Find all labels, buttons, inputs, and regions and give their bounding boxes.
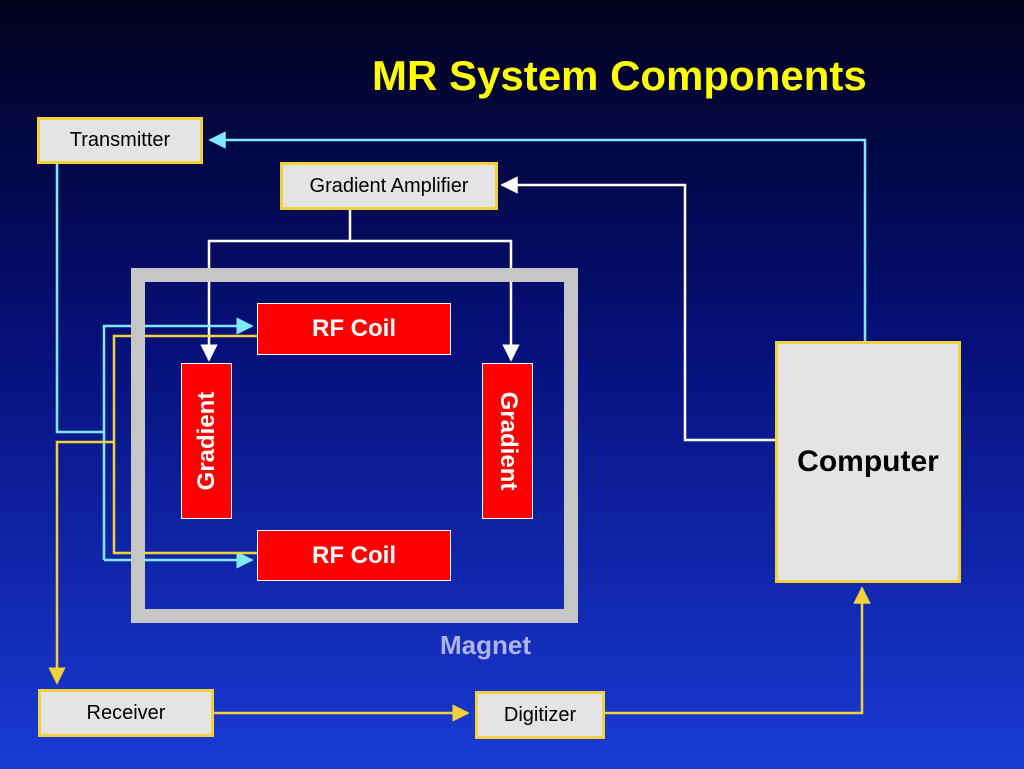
gradient-right-label: Gradient — [494, 391, 522, 491]
computer-to-gradient-amplifier-wire — [500, 176, 776, 442]
rf-coil-bottom-label: RF Coil — [312, 541, 396, 569]
transmitter-box: Transmitter — [37, 117, 203, 164]
rf-coils-to-receiver-wire — [48, 440, 114, 685]
rf-coil-bottom: RF Coil — [257, 530, 451, 581]
transmitter-bus-wire — [55, 163, 104, 434]
computer-to-transmitter-wire — [208, 131, 867, 345]
slide-title: MR System Components — [372, 52, 867, 99]
magnet-frame — [131, 268, 578, 623]
digitizer-label: Digitizer — [503, 703, 577, 726]
digitizer-to-computer-wire — [604, 586, 871, 715]
digitizer-box: Digitizer — [475, 691, 605, 739]
receiver-box: Receiver — [38, 689, 214, 737]
gradient-coil-right: Gradient — [482, 363, 533, 519]
rf-coil-top: RF Coil — [257, 303, 451, 355]
receiver-label: Receiver — [86, 701, 166, 724]
transmitter-to-top-rf-coil-wire — [102, 317, 254, 560]
amplifier-to-left-gradient-wire — [200, 210, 352, 362]
computer-box: Computer — [775, 341, 961, 583]
magnet-label: Magnet — [440, 630, 531, 660]
transmitter-label: Transmitter — [69, 129, 171, 151]
top-rf-coil-to-receiver-wire — [112, 334, 257, 555]
rf-coil-top-label: RF Coil — [312, 315, 396, 342]
gradient-amplifier-label: Gradient Amplifier — [309, 174, 469, 197]
amplifier-to-right-gradient-wire — [350, 239, 520, 362]
gradient-left-label: Gradient — [192, 391, 220, 491]
computer-label: Computer — [797, 445, 939, 478]
gradient-coil-left: Gradient — [181, 363, 232, 519]
gradient-amplifier-box: Gradient Amplifier — [280, 162, 498, 210]
